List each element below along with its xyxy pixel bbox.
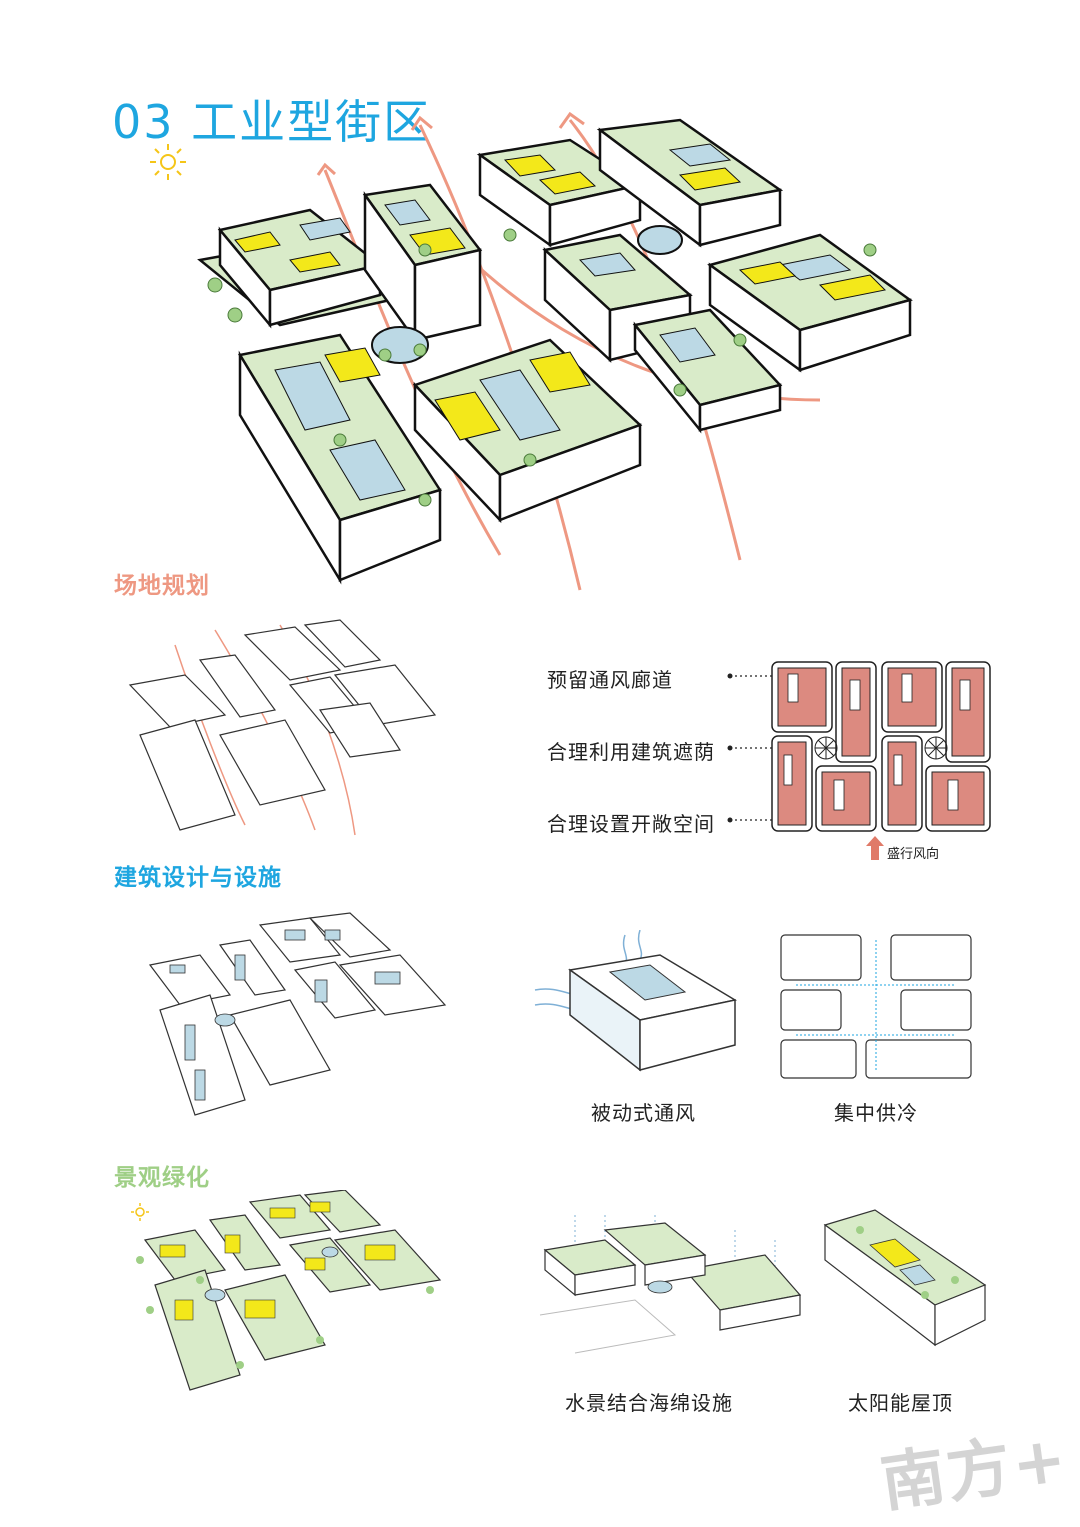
watermark-logo: 南方+ <box>876 1422 1073 1522</box>
passive-ventilation-diagram <box>534 930 738 1072</box>
label-water-sponge: 水景结合海绵设施 <box>565 1391 733 1415</box>
solar-roof-diagram <box>823 1209 987 1347</box>
main-district-illustration <box>197 111 913 591</box>
label-solar-roof: 太阳能屋顶 <box>848 1391 953 1415</box>
label-corridor: 预留通风廊道 <box>547 668 673 692</box>
label-wind-direction: 盛行风向 <box>887 847 940 862</box>
central-cooling-diagram <box>780 934 972 1079</box>
label-passive-ventilation: 被动式通风 <box>591 1101 696 1125</box>
building-design-diagram <box>148 912 447 1116</box>
label-shading: 合理利用建筑遮荫 <box>547 740 715 764</box>
small-sun-icon <box>131 1203 149 1221</box>
fan-icon <box>814 736 948 760</box>
wind-direction-arrow-icon <box>866 836 884 860</box>
site-planning-diagram <box>128 619 437 836</box>
page-title: 03 工业型街区 <box>112 95 432 149</box>
label-open-space: 合理设置开敞空间 <box>547 812 715 836</box>
section-title-site-planning: 场地规划 <box>114 573 210 599</box>
label-central-cooling: 集中供冷 <box>834 1101 918 1125</box>
plan-diagram <box>771 661 991 832</box>
section-title-building-design: 建筑设计与设施 <box>114 865 282 891</box>
section-title-landscape: 景观绿化 <box>114 1165 210 1191</box>
sun-icon <box>150 144 186 180</box>
water-sponge-diagram <box>539 1215 802 1354</box>
landscape-diagram <box>136 1190 442 1391</box>
